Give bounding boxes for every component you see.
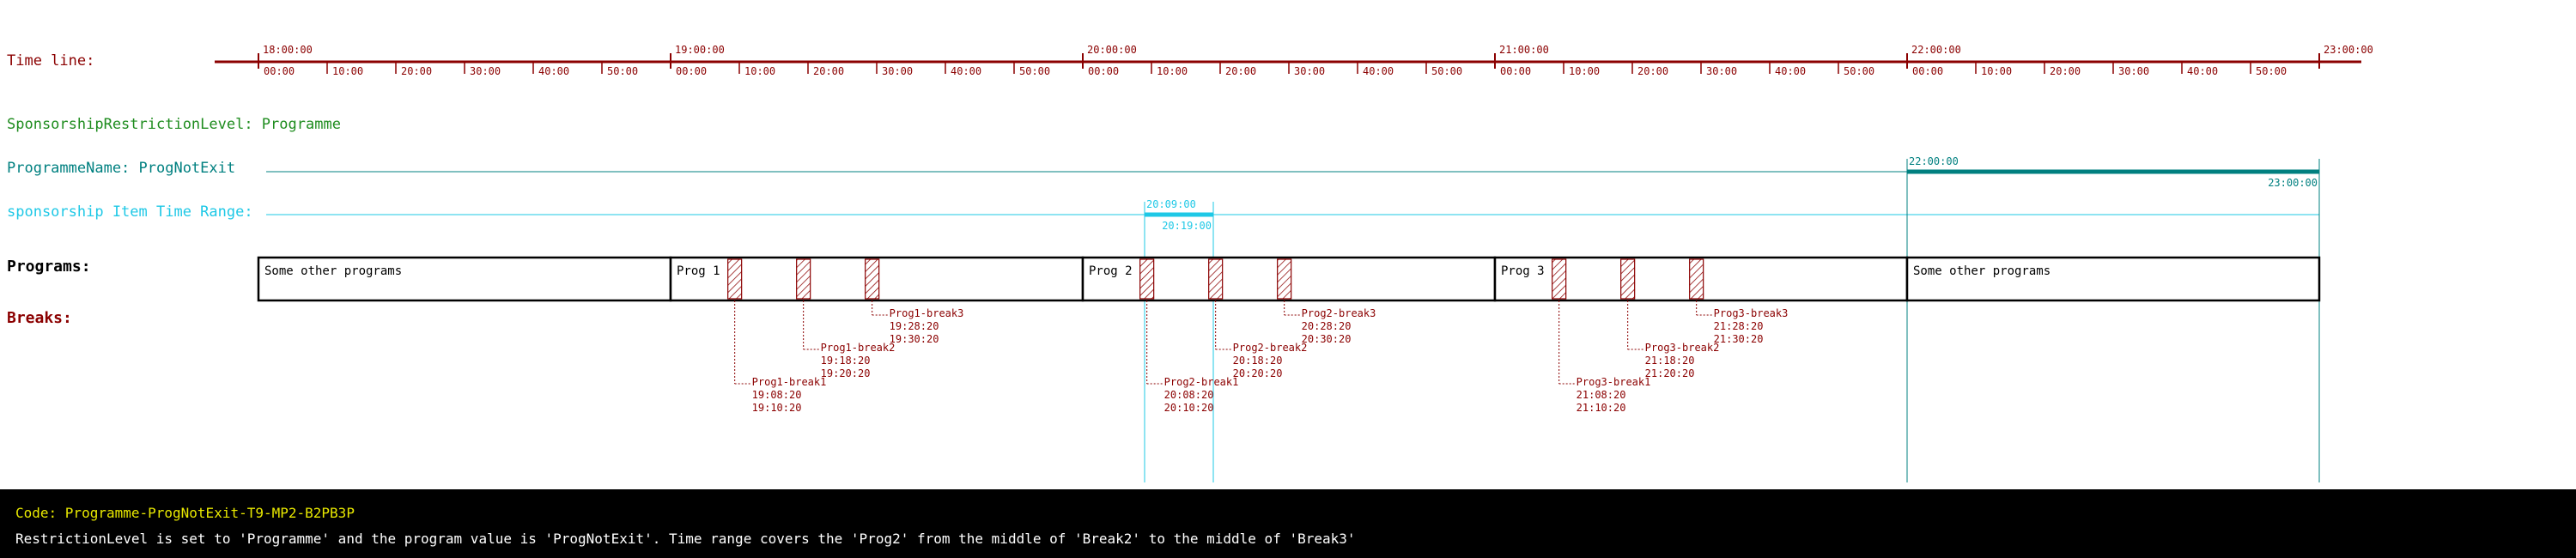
program-name: Prog 2 xyxy=(1089,264,1133,278)
break-start-time: 21:08:20 xyxy=(1577,389,1626,401)
timeline-minute-label: 00:00 xyxy=(264,65,295,77)
timeline-minute-label: 10:00 xyxy=(332,65,363,77)
break-start-time: 19:08:20 xyxy=(752,389,802,401)
break-end-time: 21:30:20 xyxy=(1714,333,1764,345)
program-box xyxy=(257,256,672,302)
timeline-minute-label: 30:00 xyxy=(1294,65,1325,77)
programme-range-start-label: 22:00:00 xyxy=(1909,155,1959,167)
timeline-axis: 18:00:00 00:00 10:00 20:00 30:00 40:00 50:00 19… xyxy=(215,44,2373,77)
break-name: Prog1-break2 xyxy=(821,342,896,354)
timeline-minute-label: 30:00 xyxy=(882,65,913,77)
program-name: Prog 3 xyxy=(1501,264,1545,278)
footer-panel: Code: Programme-ProgNotExit-T9-MP2-B2PB3… xyxy=(0,489,2576,558)
timeline-minute-label: 20:00 xyxy=(401,65,432,77)
timeline-label: Time line: xyxy=(7,52,94,70)
program-box xyxy=(1905,256,2321,302)
program-name: Prog 1 xyxy=(677,264,720,278)
timeline-minute-label: 50:00 xyxy=(1019,65,1050,77)
timeline-minute-label: 20:00 xyxy=(813,65,844,77)
break-name: Prog2-break2 xyxy=(1233,342,1308,354)
break-block xyxy=(796,258,811,300)
break-block xyxy=(1139,258,1155,300)
restriction-level-label: SponsorshipRestrictionLevel: Programme xyxy=(7,116,341,133)
break-end-time: 20:10:20 xyxy=(1164,402,1214,414)
timeline-minute-label: 00:00 xyxy=(1912,65,1943,77)
break-name: Prog1-break1 xyxy=(752,376,827,388)
timeline-minute-label: 10:00 xyxy=(1157,65,1188,77)
break-end-time: 19:10:20 xyxy=(752,402,802,414)
item-range-end-label: 20:19:00 xyxy=(1162,220,1212,232)
break-end-time: 21:10:20 xyxy=(1577,402,1626,414)
break-name: Prog3-break2 xyxy=(1645,342,1720,354)
break-name: Prog1-break3 xyxy=(890,307,964,319)
timeline-diagram: Time line: 18:00:00 00:00 10:00 20:00 30:00 4… xyxy=(7,44,2373,482)
timeline-minute-label: 40:00 xyxy=(2187,65,2218,77)
timeline-minute-label: 50:00 xyxy=(2256,65,2287,77)
break-block xyxy=(1208,258,1224,300)
timeline-minute-label: 20:00 xyxy=(2050,65,2081,77)
break-name: Prog2-break1 xyxy=(1164,376,1239,388)
break-start-time: 20:18:20 xyxy=(1233,355,1283,367)
break-end-time: 20:30:20 xyxy=(1302,333,1352,345)
break-block xyxy=(1552,258,1567,300)
break-name: Prog3-break1 xyxy=(1577,376,1651,388)
break-start-time: 20:28:20 xyxy=(1302,320,1352,332)
program-name: Some other programs xyxy=(264,264,402,278)
timeline-minute-label: 00:00 xyxy=(676,65,707,77)
timeline-hour-label: 23:00:00 xyxy=(2324,44,2373,56)
breaks-label: Breaks: xyxy=(7,309,72,327)
timeline-minute-label: 50:00 xyxy=(607,65,638,77)
timeline-minute-label: 20:00 xyxy=(1637,65,1668,77)
timeline-minute-label: 00:00 xyxy=(1088,65,1119,77)
break-end-time: 19:30:20 xyxy=(890,333,939,345)
timeline-minute-label: 50:00 xyxy=(1431,65,1462,77)
item-time-range-row: 20:09:00 20:19:00 xyxy=(266,159,2320,482)
timeline-minute-label: 30:00 xyxy=(1706,65,1737,77)
programs-label: Programs: xyxy=(7,258,91,276)
break-name: Prog2-break3 xyxy=(1302,307,1376,319)
break-start-time: 20:08:20 xyxy=(1164,389,1214,401)
timeline-minute-label: 10:00 xyxy=(1569,65,1600,77)
timeline-minute-label: 10:00 xyxy=(1981,65,2012,77)
break-block xyxy=(1620,258,1636,300)
timeline-hour-label: 19:00:00 xyxy=(675,44,725,56)
timeline-minute-label: 20:00 xyxy=(1225,65,1256,77)
program-name: Some other programs xyxy=(1913,264,2050,278)
timeline-hour-label: 18:00:00 xyxy=(263,44,313,56)
break-name: Prog3-break3 xyxy=(1714,307,1789,319)
programme-range-end-label: 23:00:00 xyxy=(2268,177,2318,189)
scenario-description: RestrictionLevel is set to 'Programme' a… xyxy=(15,531,1356,547)
break-block xyxy=(727,258,743,300)
scenario-code: Code: Programme-ProgNotExit-T9-MP2-B2PB3… xyxy=(15,505,355,521)
break-block xyxy=(1689,258,1704,300)
break-start-time: 19:28:20 xyxy=(890,320,939,332)
timeline-hour-label: 22:00:00 xyxy=(1911,44,1961,56)
item-range-start-label: 20:09:00 xyxy=(1146,198,1196,210)
break-end-time: 21:20:20 xyxy=(1645,367,1695,379)
timeline-minute-label: 50:00 xyxy=(1844,65,1874,77)
programme-name-label: ProgrammeName: ProgNotExit xyxy=(7,160,235,177)
break-end-time: 19:20:20 xyxy=(821,367,871,379)
timeline-minute-label: 40:00 xyxy=(538,65,569,77)
break-end-time: 20:20:20 xyxy=(1233,367,1283,379)
break-start-time: 21:28:20 xyxy=(1714,320,1764,332)
item-time-range-label: sponsorship Item Time Range: xyxy=(7,203,253,221)
timeline-minute-label: 10:00 xyxy=(744,65,775,77)
break-start-time: 19:18:20 xyxy=(821,355,871,367)
timeline-minute-label: 40:00 xyxy=(1363,65,1394,77)
break-block xyxy=(865,258,880,300)
timeline-minute-label: 40:00 xyxy=(951,65,981,77)
timeline-minute-label: 30:00 xyxy=(2118,65,2149,77)
break-start-time: 21:18:20 xyxy=(1645,355,1695,367)
timeline-hour-label: 20:00:00 xyxy=(1087,44,1137,56)
timeline-hour-label: 21:00:00 xyxy=(1499,44,1549,56)
timeline-minute-label: 40:00 xyxy=(1775,65,1806,77)
timeline-minute-label: 30:00 xyxy=(470,65,501,77)
timeline-minute-label: 00:00 xyxy=(1500,65,1531,77)
programme-range-row: 22:00:00 23:00:00 xyxy=(266,155,2319,189)
break-block xyxy=(1277,258,1292,300)
